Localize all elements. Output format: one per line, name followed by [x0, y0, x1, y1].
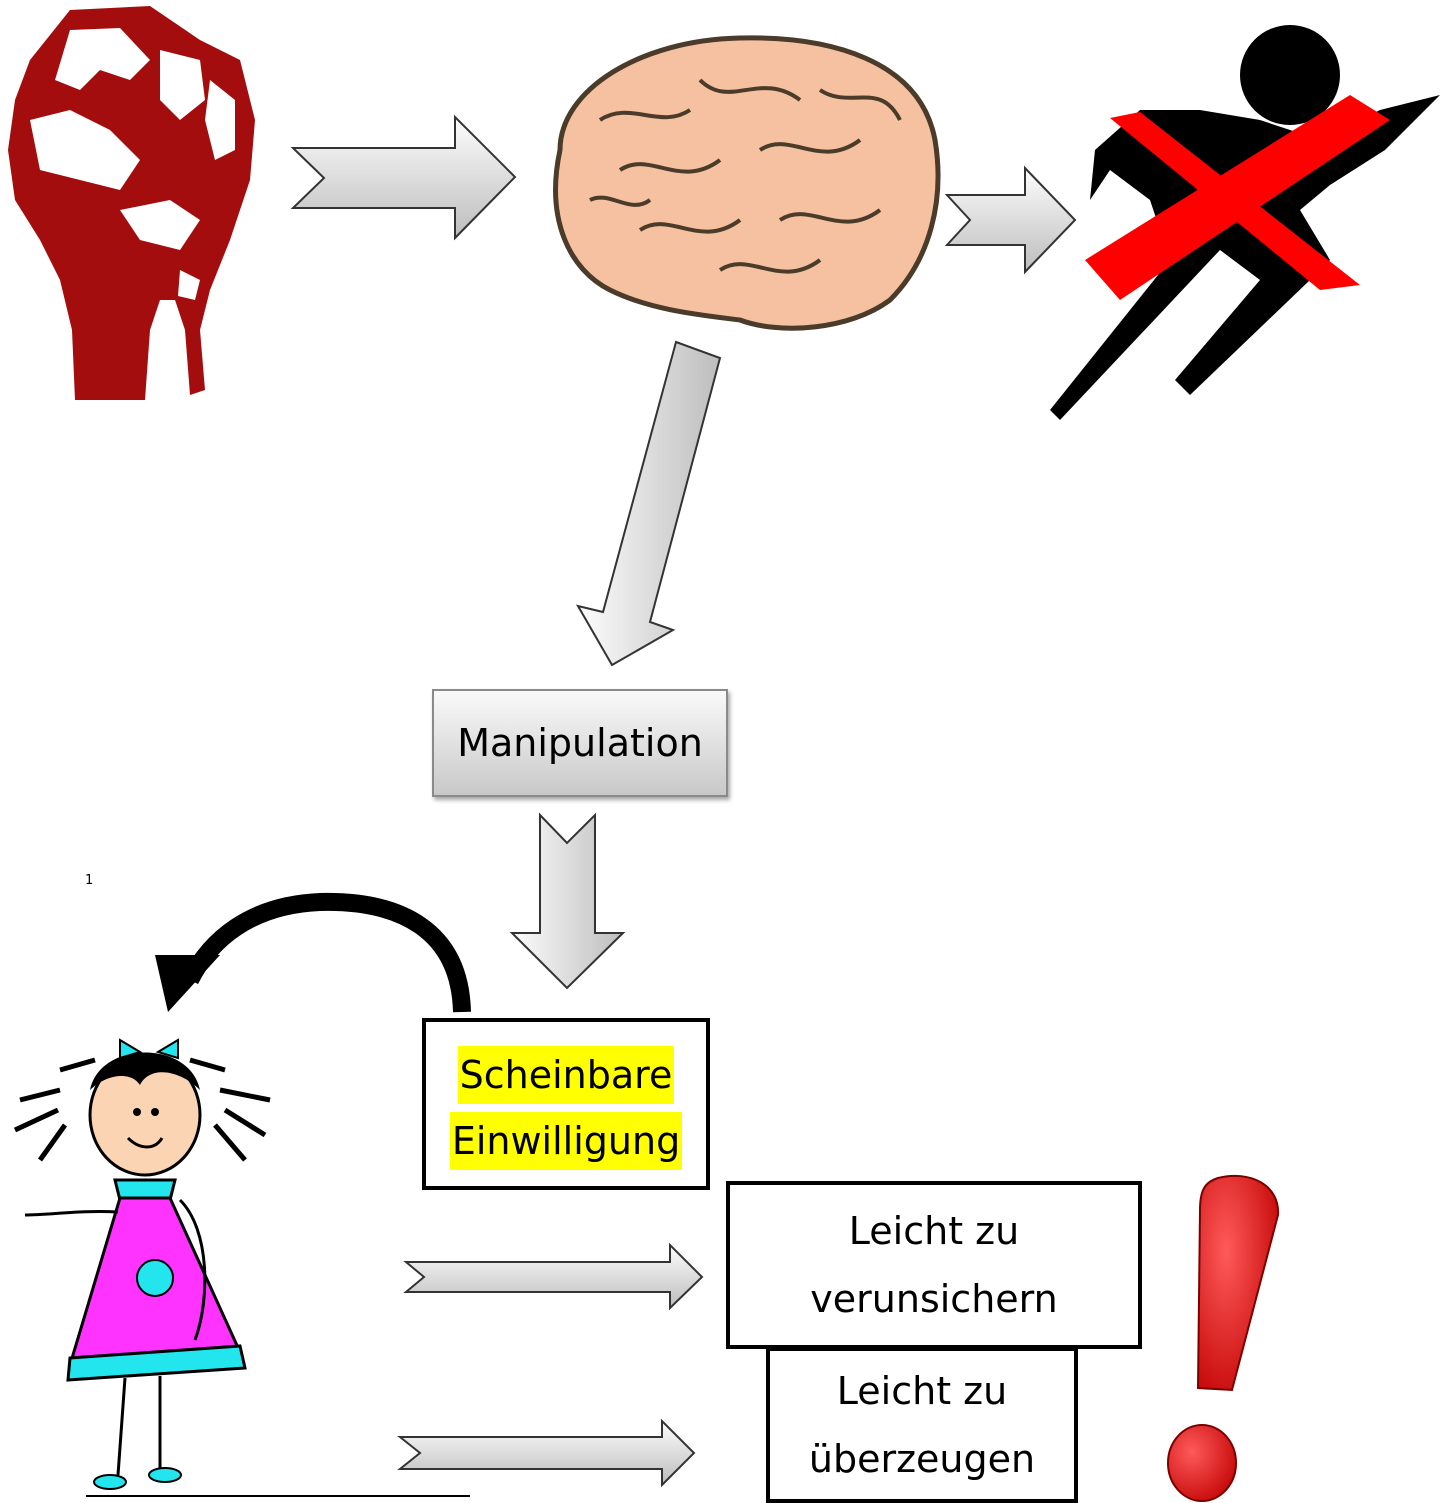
unsure-line2: verunsichern — [810, 1277, 1058, 1321]
manipulation-label: Manipulation — [457, 721, 703, 765]
convince-box: Leicht zu überzeugen — [766, 1347, 1078, 1503]
consent-line1: Scheinbare — [457, 1046, 675, 1104]
arrow-brain-to-runner — [944, 165, 1077, 275]
fist-icon — [8, 6, 255, 400]
girl-icon — [13, 1038, 271, 1490]
footnote-separator — [86, 1495, 470, 1497]
convince-line2: überzeugen — [808, 1437, 1036, 1481]
brain-icon — [553, 35, 941, 331]
arrow-brain-to-manipulation — [575, 340, 722, 667]
crossed-runner-icon — [1050, 25, 1440, 420]
exclamation-icon — [1167, 1174, 1280, 1502]
unsure-box: Leicht zu verunsichern — [726, 1181, 1142, 1349]
footnote-marker: 1 — [85, 873, 94, 888]
arrow-to-convince — [397, 1418, 696, 1488]
manipulation-box: Manipulation — [432, 689, 728, 797]
arrow-fist-to-brain — [290, 114, 517, 241]
convince-line1: Leicht zu — [836, 1369, 1008, 1413]
consent-box: Scheinbare Einwilligung — [422, 1018, 710, 1190]
curved-arrow-to-girl — [155, 892, 471, 1013]
arrow-to-unsure — [403, 1242, 704, 1311]
unsure-line1: Leicht zu — [848, 1209, 1020, 1253]
consent-line2: Einwilligung — [449, 1112, 683, 1170]
arrow-manipulation-to-consent — [509, 812, 626, 990]
